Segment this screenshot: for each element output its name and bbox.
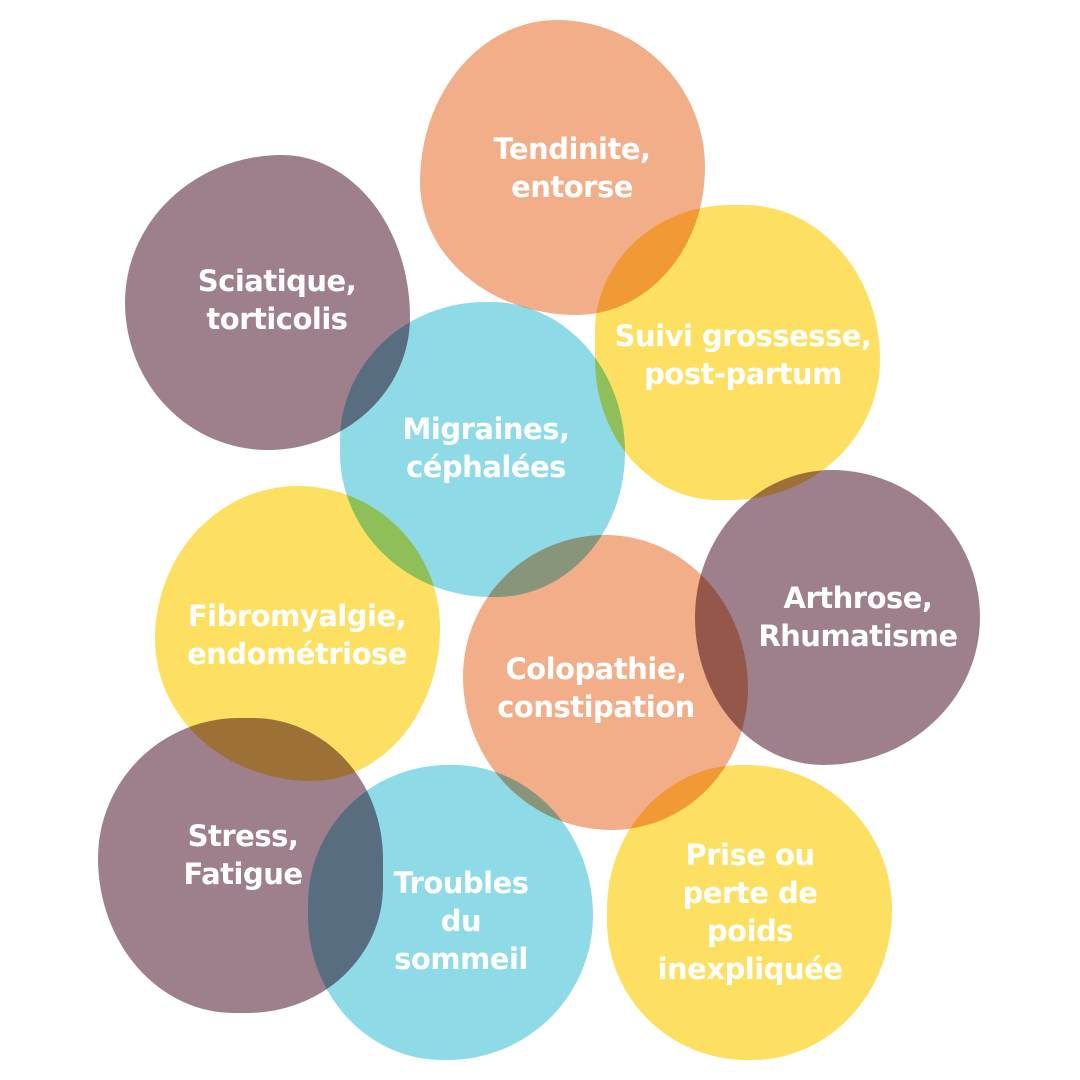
bubble-sommeil: [308, 765, 593, 1060]
bubble-grossesse: [595, 205, 880, 500]
label-colopathie: Colopathie,constipation: [497, 652, 695, 724]
bubble-poids: [607, 765, 892, 1060]
label-migraines: Migraines,céphalées: [402, 412, 570, 484]
label-fibromyalgie: Fibromyalgie,endométriose: [187, 599, 407, 671]
label-stress: Stress,Fatigue: [183, 819, 303, 891]
label-sciatique: Sciatique,torticolis: [197, 264, 357, 336]
label-tendinite: Tendinite,entorse: [493, 132, 651, 204]
label-grossesse: Suivi grossesse,post-partum: [614, 319, 872, 391]
label-arthrose: Arthrose,Rhumatisme: [758, 581, 958, 653]
